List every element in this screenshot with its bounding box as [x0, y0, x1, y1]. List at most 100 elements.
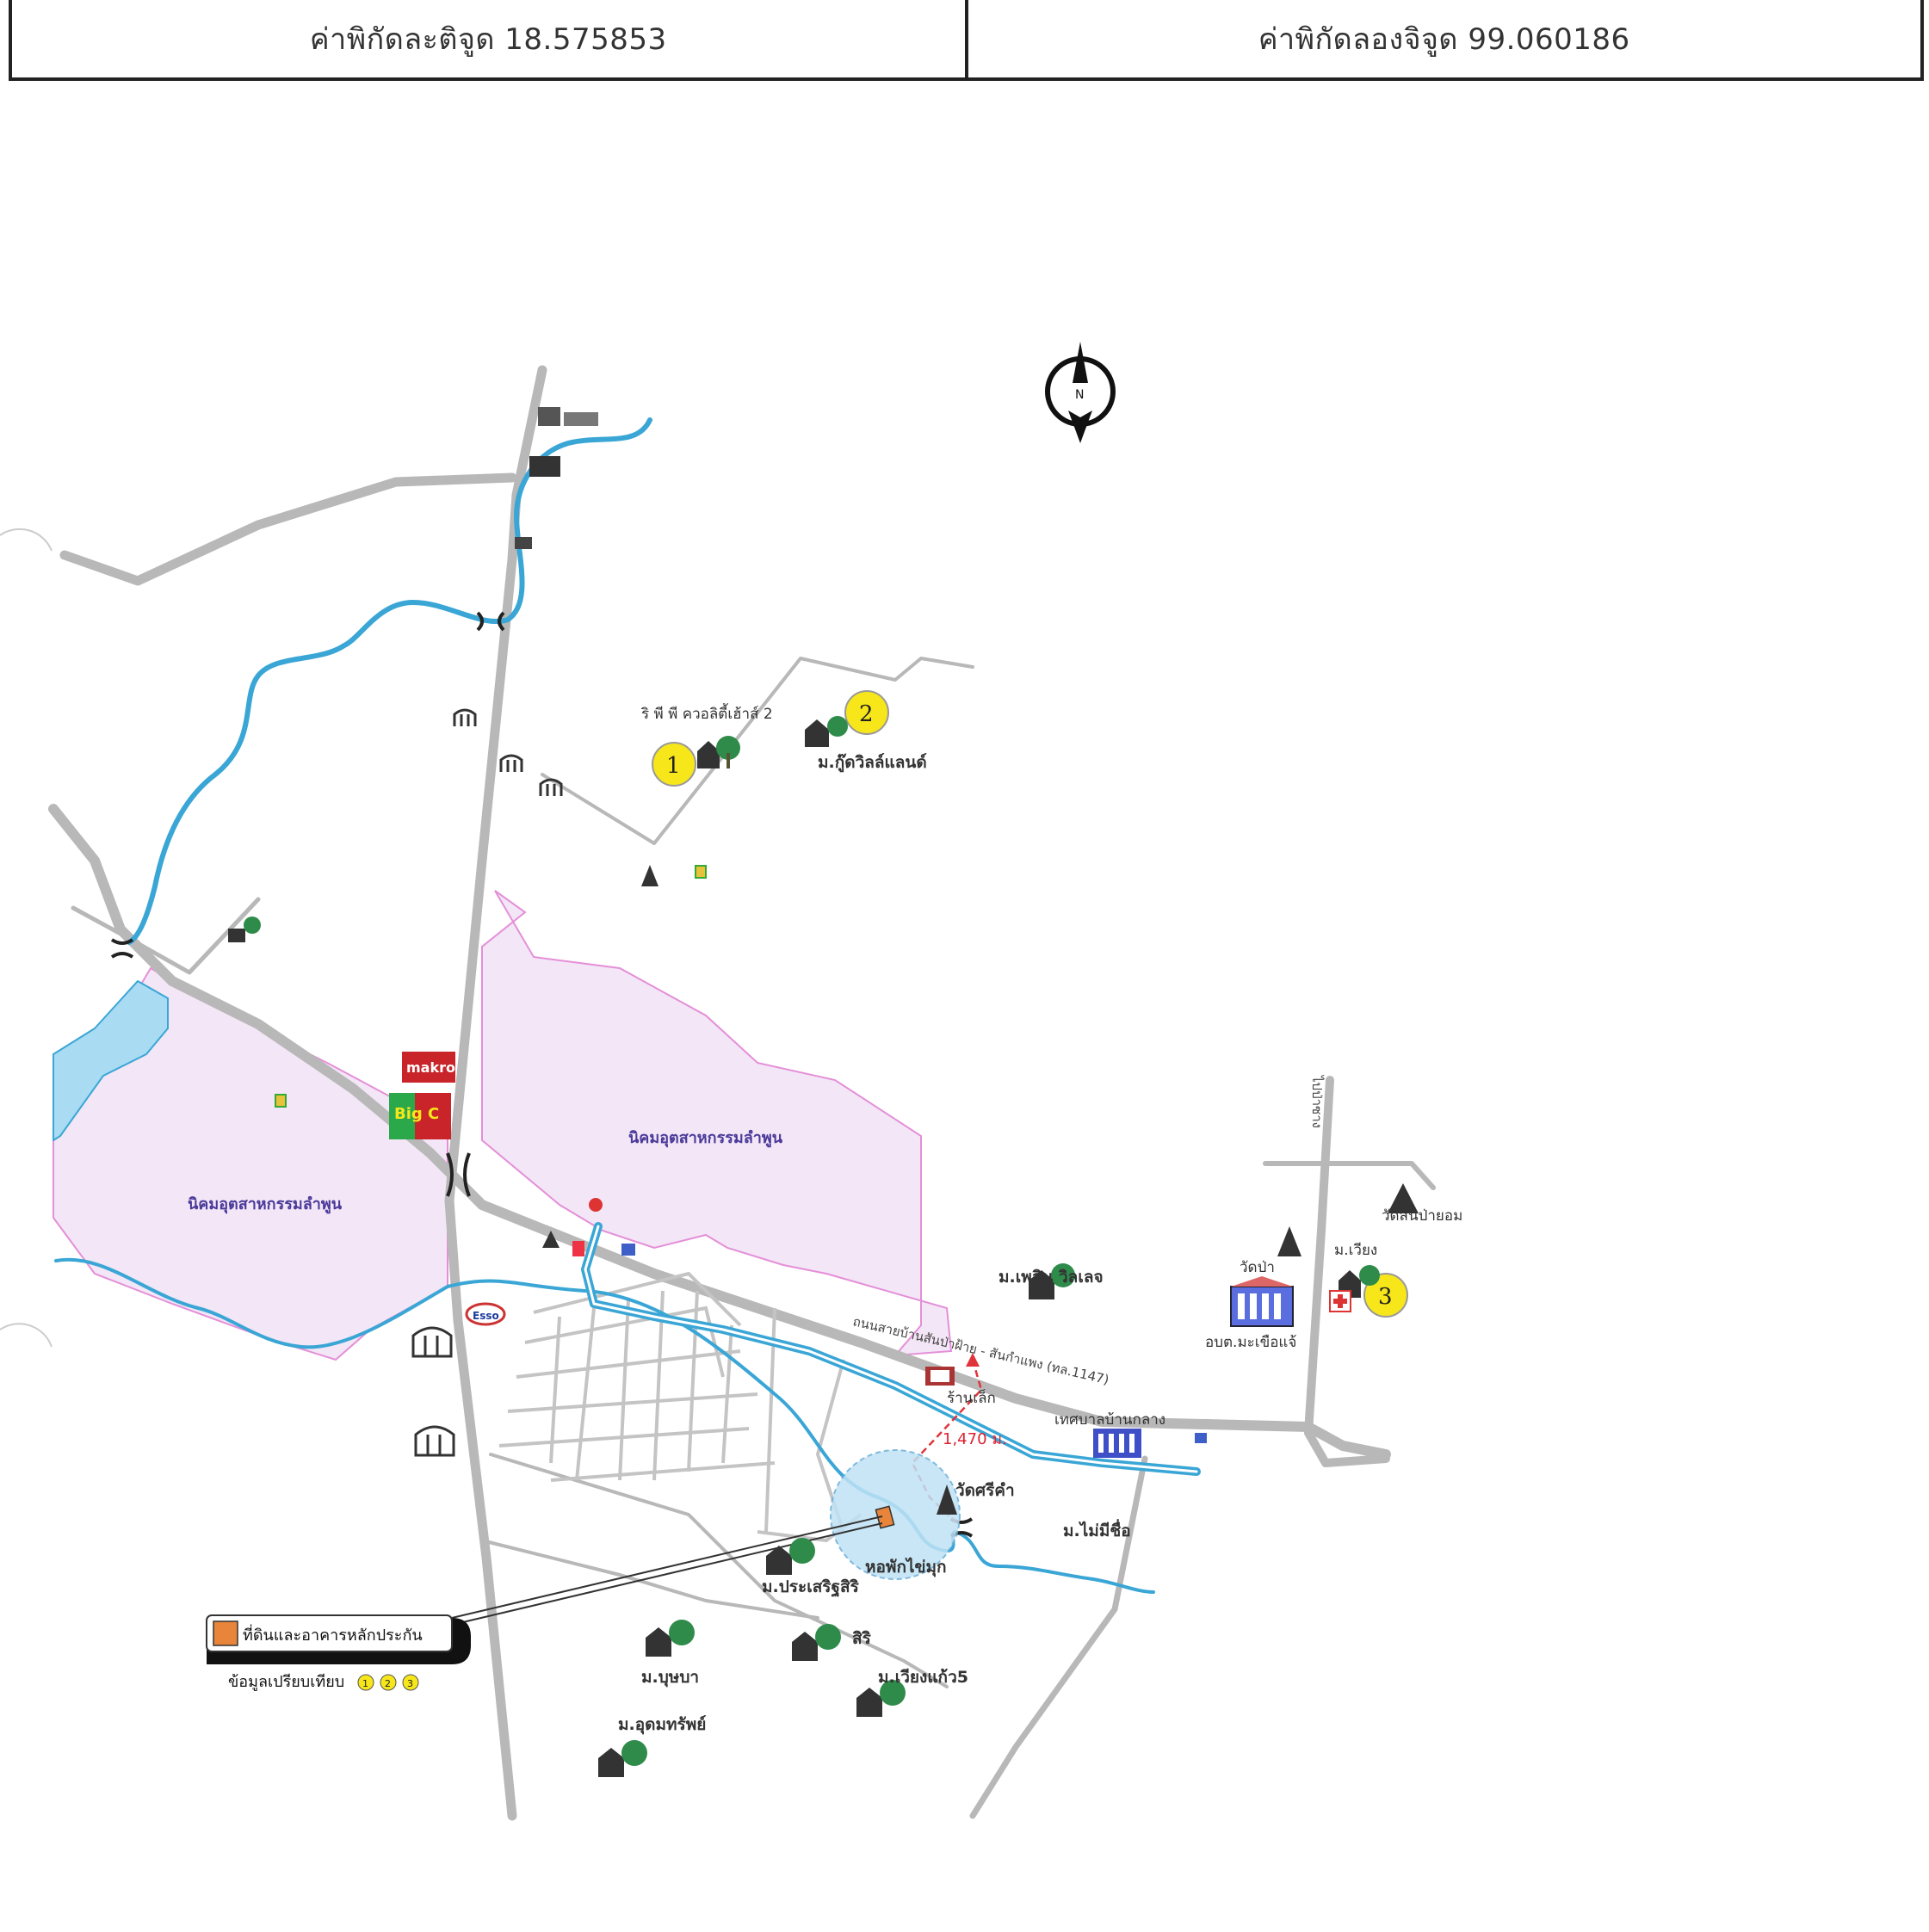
bus-stop-icon: [621, 1244, 635, 1256]
temple-icons: [542, 865, 1419, 1515]
punch-hole-top: [0, 528, 53, 552]
label-municipal: เทศบาลบ้านกลาง: [1054, 1411, 1165, 1429]
bridge-north-icon: [476, 611, 505, 632]
factory-icon: [538, 407, 598, 426]
label-mai-mi-chue: ม.ไม่มีชื่อ: [1063, 1519, 1131, 1540]
road-upper-right: [541, 657, 974, 845]
zone-label-left: นิคมอุตสาหกรรมลำพูน: [188, 1195, 343, 1214]
svg-text:3: 3: [407, 1678, 413, 1689]
waterways: [53, 417, 1201, 1594]
house-tree-icon: [598, 1740, 647, 1777]
factory-icon: [515, 537, 532, 549]
reservoir: [53, 980, 169, 1141]
legend-dots: 1 2 3: [357, 1674, 419, 1691]
river-south: [54, 1257, 1155, 1594]
label-to-pa-sang: ไปป่าซาง: [1309, 1075, 1325, 1128]
factory-icon: [539, 778, 563, 796]
road-south-east: [969, 1455, 1148, 1819]
marker-1: 1: [652, 742, 696, 787]
bridge-center-icon: [446, 1152, 471, 1197]
svg-text:3: 3: [1378, 1284, 1393, 1310]
makro-logo: makro: [402, 1052, 455, 1083]
hospital-building-icon: [1230, 1276, 1294, 1327]
brand-logos: makro Big C Esso: [389, 1052, 506, 1326]
label-wat-sanpa-yom: วัดสันป่ายอม: [1382, 1207, 1462, 1225]
town-grid: [498, 1271, 862, 1543]
house-tree-icon: [792, 1624, 841, 1661]
road-northwest: [59, 472, 517, 586]
label-dorm: หอพักไข่มุก: [865, 1557, 947, 1577]
building-icons: [411, 407, 598, 1457]
house-tree-icon: [1339, 1265, 1380, 1298]
place-labels: ริ พี พี ควอลิตี้เฮ้าส์ 2 ม.กู๊ดวิลล์แลน…: [618, 703, 1462, 1735]
industrial-zone-left: [53, 966, 448, 1361]
river-north: [127, 417, 652, 945]
svg-text:1: 1: [362, 1678, 368, 1689]
road-south-west: [480, 1539, 819, 1620]
latitude-label: ค่าพิกัดละติจูด 18.575853: [309, 22, 667, 57]
factory-icon: [529, 456, 560, 477]
road-east-top: [1263, 1161, 1436, 1190]
label-siri: สิริ: [852, 1629, 872, 1648]
house-tree-icon: [805, 716, 848, 747]
bridges: [110, 611, 974, 1538]
svg-text:Big C: Big C: [394, 1105, 439, 1123]
svg-text:2: 2: [859, 701, 874, 727]
shop-icon: [695, 865, 707, 879]
factory-icon: [453, 708, 477, 726]
legend-collateral-label: ที่ดินและอาคารหลักประกัน: [243, 1624, 423, 1645]
label-hospital: อบต.มะเขือแจ้: [1205, 1334, 1296, 1351]
house-tree-icon: [1029, 1263, 1075, 1299]
legend-connector: [451, 1515, 883, 1626]
svg-text:makro: makro: [406, 1059, 455, 1076]
label-wat-si-kham: วัดศรีคำ: [955, 1481, 1015, 1500]
road-diagonal-main: [48, 804, 1391, 1460]
public-buildings: [621, 1244, 1351, 1458]
warehouse-icon: [411, 1326, 453, 1358]
punch-hole-bottom: [0, 1323, 53, 1348]
esso-logo: Esso: [465, 1302, 506, 1326]
house-tree-icon: [646, 1620, 695, 1657]
bigc-logo: Big C: [389, 1093, 451, 1139]
temple-icon: [937, 1484, 957, 1515]
municipal-building-icon: [1093, 1429, 1141, 1458]
comparison-markers: 1 2 3: [652, 690, 1408, 1318]
bus-stop-icon: [1195, 1433, 1207, 1443]
distance-label: 1,470 ม.: [943, 1430, 1007, 1448]
industrial-zone-right: [481, 890, 953, 1357]
house-tree-icon: [766, 1538, 815, 1575]
temple-icon: [1277, 1226, 1301, 1256]
longitude-label: ค่าพิกัดลองจิจูด 99.060186: [964, 0, 1921, 77]
temple-icon: [641, 865, 658, 886]
temple-icon: [542, 1231, 560, 1248]
bridge-west-icon: [110, 938, 134, 959]
house-tree-icon: [856, 1680, 906, 1717]
collateral-marker-icon: [875, 1505, 895, 1529]
label-wiang-village: ม.เวียง: [1334, 1242, 1377, 1259]
house-tree-icon: [697, 736, 740, 768]
label-wiang-kaew: ม.เวียงแก้ว5: [878, 1668, 968, 1687]
search-radius: [830, 1449, 961, 1580]
label-store-1: ร้านเล็ก: [947, 1388, 996, 1407]
coordinate-header: ค่าพิกัดละติจูด 18.575853 ค่าพิกัดลองจิจ…: [9, 0, 1924, 81]
svg-text:2: 2: [385, 1678, 391, 1689]
svg-text:1: 1: [666, 753, 681, 779]
svg-text:Esso: Esso: [473, 1310, 499, 1322]
gas-station-icon: [589, 1198, 603, 1212]
label-phlern-village: ม.เพลิน วิลเลจ: [999, 1268, 1104, 1287]
road-east-north: [1304, 1076, 1390, 1467]
label-prasert-siri: ม.ประเสริฐสิริ: [762, 1577, 860, 1598]
legend-compare-label: ข้อมูลเปรียบเทียบ: [228, 1673, 344, 1691]
label-udom-sap: ม.อุดมทรัพย์: [618, 1715, 706, 1735]
shop-icon: [572, 1241, 584, 1256]
label-good-wills-land: ม.กู๊ดวิลล์แลนด์: [818, 753, 927, 773]
legend: ที่ดินและอาคารหลักประกัน ข้อมูลเปรียบเที…: [206, 1614, 471, 1691]
store-icons: [275, 865, 955, 1386]
label-wat-pa: วัดป่า: [1240, 1259, 1275, 1276]
shop-icon: [275, 1094, 287, 1108]
factory-icon: [499, 754, 523, 772]
svg-text:N: N: [1075, 388, 1084, 402]
canal-inner: [584, 1225, 1198, 1473]
north-arrow-icon: N: [1045, 342, 1116, 443]
